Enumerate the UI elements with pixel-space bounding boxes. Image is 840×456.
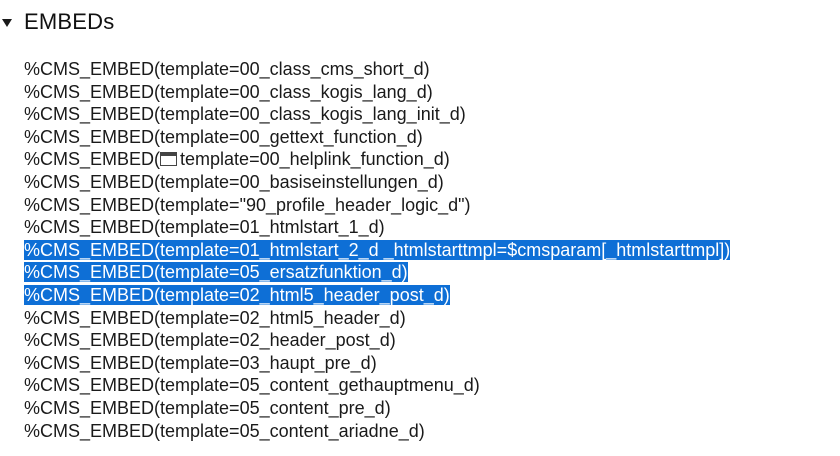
embed-line[interactable]: %CMS_EMBED(template=00_gettext_function_… [24,126,730,149]
embed-text-highlighted: %CMS_EMBED(template=01_htmlstart_2_d _ht… [24,239,731,260]
embed-line[interactable]: %CMS_EMBED(template=05_content_gethauptm… [24,374,730,397]
embed-line[interactable]: %CMS_EMBED(template=05_content_ariadne_d… [24,420,730,443]
embed-text: %CMS_EMBED(template=00_basiseinstellunge… [24,171,444,192]
embed-line[interactable]: %CMS_EMBED(template=00_basiseinstellunge… [24,171,730,194]
embed-line-selected[interactable]: %CMS_EMBED(template=02_html5_header_post… [24,284,730,307]
embed-line[interactable]: %CMS_EMBED(template=02_header_post_d) [24,329,730,352]
embed-line[interactable]: %CMS_EMBED(template=03_haupt_pre_d) [24,352,730,375]
embed-text: %CMS_EMBED(template=00_gettext_function_… [24,126,423,147]
embed-text-suffix: template=00_helplink_function_d) [180,149,450,170]
embed-text: %CMS_EMBED(template=00_class_cms_short_d… [24,59,430,79]
embed-text-prefix: %CMS_EMBED( [24,149,161,170]
embed-line[interactable]: %CMS_EMBED(template=00_class_kogis_lang_… [24,103,730,126]
embed-line[interactable]: %CMS_EMBED( template=00_helplink_function… [24,148,730,171]
embed-line[interactable]: %CMS_EMBED(template="90_profile_header_l… [24,194,730,217]
embed-list: %CMS_EMBED(template=00_class_cms_short_d… [24,58,731,443]
embed-text: %CMS_EMBED(template=00_class_kogis_lang_… [24,81,433,102]
embed-text: %CMS_EMBED(template=00_class_kogis_lang_… [24,104,466,125]
embed-text: %CMS_EMBED(template=05_content_ariadne_d… [24,420,425,441]
triangle-down-icon[interactable] [2,19,12,27]
window-icon [160,152,178,167]
embed-line[interactable]: %CMS_EMBED(template=05_content_pre_d) [24,397,730,420]
embed-line[interactable]: %CMS_EMBED(template=01_htmlstart_1_d) [24,216,730,239]
embed-text-highlighted: %CMS_EMBED(template=05_ersatzfunktion_d) [24,262,408,283]
embed-line[interactable]: %CMS_EMBED(template=00_class_kogis_lang_… [24,81,730,104]
embed-text: %CMS_EMBED(template=05_content_gethauptm… [24,375,480,396]
embed-text: %CMS_EMBED(template=03_haupt_pre_d) [24,352,377,373]
embed-line[interactable]: %CMS_EMBED(template=02_html5_header_d) [24,307,730,330]
embed-text: %CMS_EMBED(template=02_header_post_d) [24,330,396,351]
embed-text: %CMS_EMBED(template="90_profile_header_l… [24,194,471,215]
embed-text: %CMS_EMBED(template=05_content_pre_d) [24,397,391,418]
embed-text-highlighted: %CMS_EMBED(template=02_html5_header_post… [24,284,450,305]
embed-text: %CMS_EMBED(template=02_html5_header_d) [24,307,406,328]
embed-line-selected[interactable]: %CMS_EMBED(template=01_htmlstart_2_d _ht… [24,239,731,262]
embed-text: %CMS_EMBED(template=01_htmlstart_1_d) [24,217,385,238]
embed-line-selected[interactable]: %CMS_EMBED(template=05_ersatzfunktion_d) [24,261,730,284]
embed-line[interactable]: %CMS_EMBED(template=00_class_cms_short_d… [24,58,730,81]
embeds-section-header[interactable]: EMBEDs [0,8,114,36]
section-title: EMBEDs [24,9,115,34]
